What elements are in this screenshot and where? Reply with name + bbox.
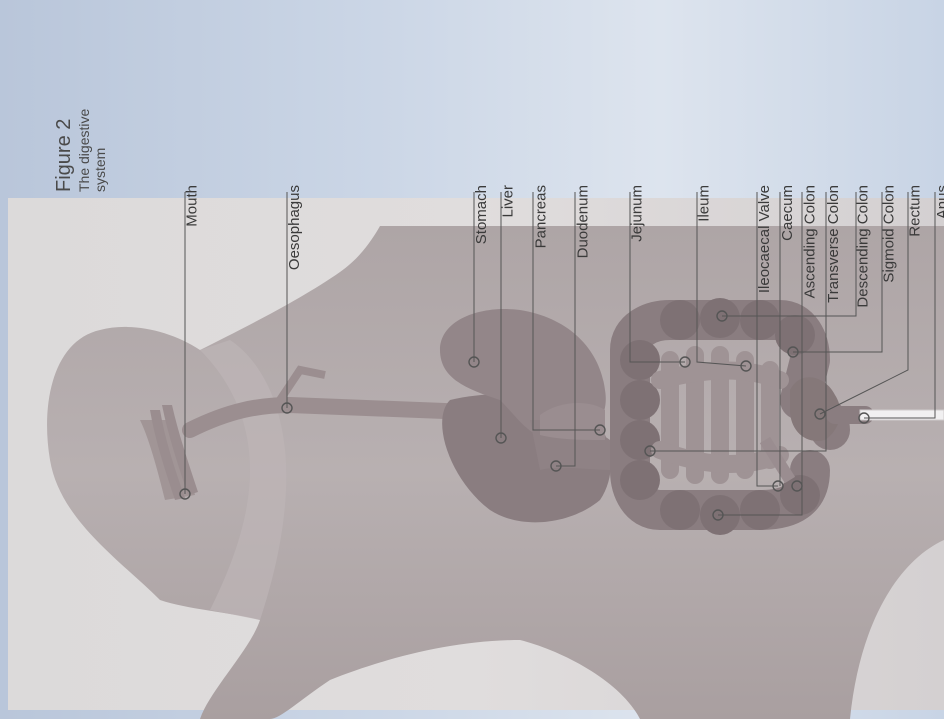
label-ileocaecal-valve-text: Ileocaecal Valve: [757, 185, 772, 293]
label-descending-colon-text: Descending Colon: [856, 185, 871, 308]
label-liver-text: Liver: [501, 185, 516, 218]
label-ascending-colon-text: Ascending Colon: [802, 185, 817, 298]
label-oesophagus-text: Oesophagus: [287, 185, 302, 270]
label-transverse-colon-text: Transverse Colon: [826, 185, 841, 303]
label-mouth-text: Mouth: [185, 185, 200, 227]
label-duodenum-text: Duodenum: [575, 185, 590, 258]
label-caecum-text: Caecum: [780, 185, 795, 241]
label-anus-text: Anus: [935, 185, 944, 219]
figure-title: Figure 2: [52, 109, 76, 192]
figure-caption-line-2: system: [92, 109, 108, 192]
figure-caption-line-1: The digestive: [76, 109, 92, 192]
small-intestine-coils: [660, 355, 780, 475]
label-jejunum-text: Jejunum: [630, 185, 645, 242]
label-sigmoid-colon-text: Sigmoid Colon: [882, 185, 897, 283]
label-stomach-text: Stomach: [474, 185, 489, 244]
label-ileum-text: Ileum: [697, 185, 712, 222]
label-pancreas-text: Pancreas: [533, 185, 548, 248]
label-rectum-text: Rectum: [908, 185, 923, 237]
figure-caption: The digestive system: [76, 109, 108, 192]
